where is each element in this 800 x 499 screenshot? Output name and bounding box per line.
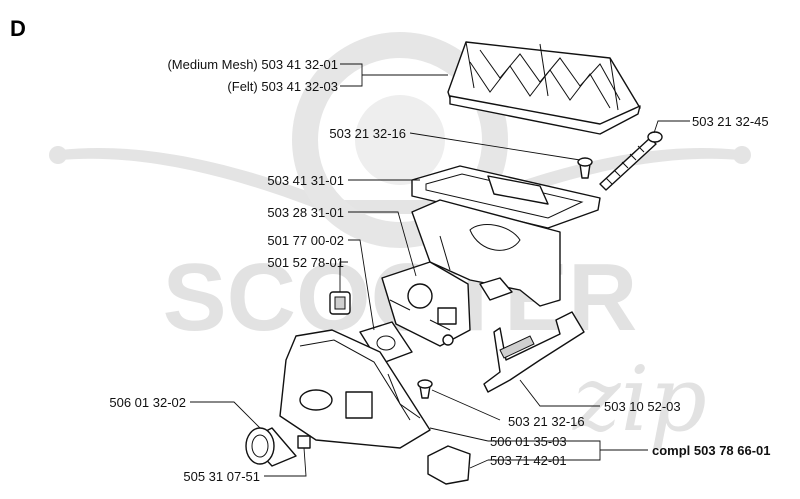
carburetor xyxy=(381,261,471,347)
label-felt: (Felt) 503 41 32-03 xyxy=(227,79,338,94)
label-505-31-07-51: 505 31 07-51 xyxy=(183,469,260,484)
label-503-41-31-01: 503 41 31-01 xyxy=(267,173,344,188)
label-503-28-31-01: 503 28 31-01 xyxy=(267,205,344,220)
grommet xyxy=(329,291,351,315)
filter-cover-frame xyxy=(411,165,601,229)
screw-short-bottom xyxy=(417,379,433,399)
label-503-21-32-45: 503 21 32-45 xyxy=(692,114,769,129)
label-501-77-00-02: 501 77 00-02 xyxy=(267,233,344,248)
label-503-10-52-03: 503 10 52-03 xyxy=(604,399,681,414)
watermark-script: zip xyxy=(572,347,707,452)
nut xyxy=(297,435,311,449)
label-506-01-35-03: 506 01 35-03 xyxy=(490,434,567,449)
label-medium-mesh: (Medium Mesh) 503 41 32-01 xyxy=(167,57,338,72)
intake-housing xyxy=(279,329,431,449)
label-503-21-32-16-bottom: 503 21 32-16 xyxy=(508,414,585,429)
label-501-52-78-01: 501 52 78-01 xyxy=(267,255,344,270)
leader-lines xyxy=(190,63,690,477)
section-letter: D xyxy=(10,16,26,41)
part-labels: (Medium Mesh) 503 41 32-01 (Felt) 503 41… xyxy=(109,57,770,484)
label-506-01-32-02: 506 01 32-02 xyxy=(109,395,186,410)
label-compl-kit: compl 503 78 66-01 xyxy=(652,443,771,458)
carburetor-housing xyxy=(411,199,561,307)
cap xyxy=(427,445,471,485)
screw-long xyxy=(599,131,663,191)
label-503-71-42-01: 503 71 42-01 xyxy=(490,453,567,468)
air-filter xyxy=(447,41,641,135)
filter-sleeve xyxy=(245,427,297,467)
screw-short-top xyxy=(577,157,593,179)
choke-lever xyxy=(483,311,585,393)
label-503-21-32-16-top: 503 21 32-16 xyxy=(329,126,406,141)
